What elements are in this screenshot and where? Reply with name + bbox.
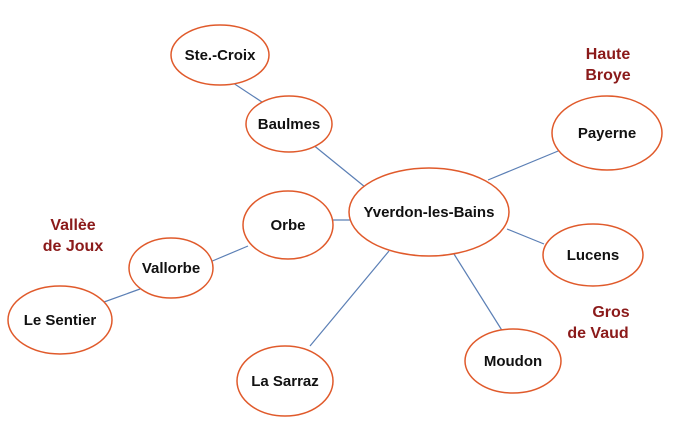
node-label-baulmes: Baulmes bbox=[258, 116, 321, 133]
edge-baulmes-yverdon bbox=[311, 143, 366, 188]
node-yverdon: Yverdon-les-Bains bbox=[348, 167, 510, 257]
node-label-vallorbe: Vallorbe bbox=[142, 260, 200, 277]
edges bbox=[103, 74, 564, 347]
region-haute-broye-line2: Broye bbox=[585, 67, 630, 84]
edge-yverdon-lasarraz bbox=[309, 250, 390, 347]
node-payerne: Payerne bbox=[551, 95, 663, 171]
region-haute-broye: Haute Broye bbox=[585, 46, 630, 84]
node-moudon: Moudon bbox=[464, 328, 562, 394]
region-vallee-de-joux-line1: Vallèe bbox=[50, 217, 95, 234]
edge-lesentier-vallorbe bbox=[103, 288, 141, 303]
edge-vallorbe-orbe bbox=[209, 245, 249, 263]
node-label-lucens: Lucens bbox=[567, 247, 620, 264]
node-label-payerne: Payerne bbox=[578, 125, 636, 142]
region-vallee-de-joux: Vallèe de Joux bbox=[43, 217, 104, 255]
region-haute-broye-line1: Haute bbox=[586, 46, 631, 63]
node-la-sarraz: La Sarraz bbox=[236, 345, 334, 417]
region-vallee-de-joux-line2: de Joux bbox=[43, 238, 104, 255]
edge-yverdon-moudon bbox=[453, 253, 504, 333]
node-le-sentier: Le Sentier bbox=[7, 285, 113, 355]
node-vallorbe: Vallorbe bbox=[128, 237, 214, 299]
node-lucens: Lucens bbox=[542, 223, 644, 287]
node-orbe: Orbe bbox=[242, 190, 334, 260]
region-gros-de-vaud: Gros de Vaud bbox=[567, 304, 629, 342]
node-label-orbe: Orbe bbox=[270, 217, 305, 234]
region-gros-de-vaud-line2: de Vaud bbox=[567, 325, 628, 342]
node-label-ste-croix: Ste.-Croix bbox=[185, 47, 257, 64]
node-label-moudon: Moudon bbox=[484, 353, 542, 370]
edge-yverdon-payerne bbox=[487, 148, 564, 181]
node-label-yverdon: Yverdon-les-Bains bbox=[364, 204, 495, 221]
node-ste-croix: Ste.-Croix bbox=[170, 24, 270, 86]
node-label-le-sentier: Le Sentier bbox=[24, 312, 97, 329]
edge-yverdon-lucens bbox=[506, 228, 545, 245]
node-label-la-sarraz: La Sarraz bbox=[251, 373, 319, 390]
region-gros-de-vaud-line1: Gros bbox=[592, 304, 629, 321]
node-baulmes: Baulmes bbox=[245, 95, 333, 153]
